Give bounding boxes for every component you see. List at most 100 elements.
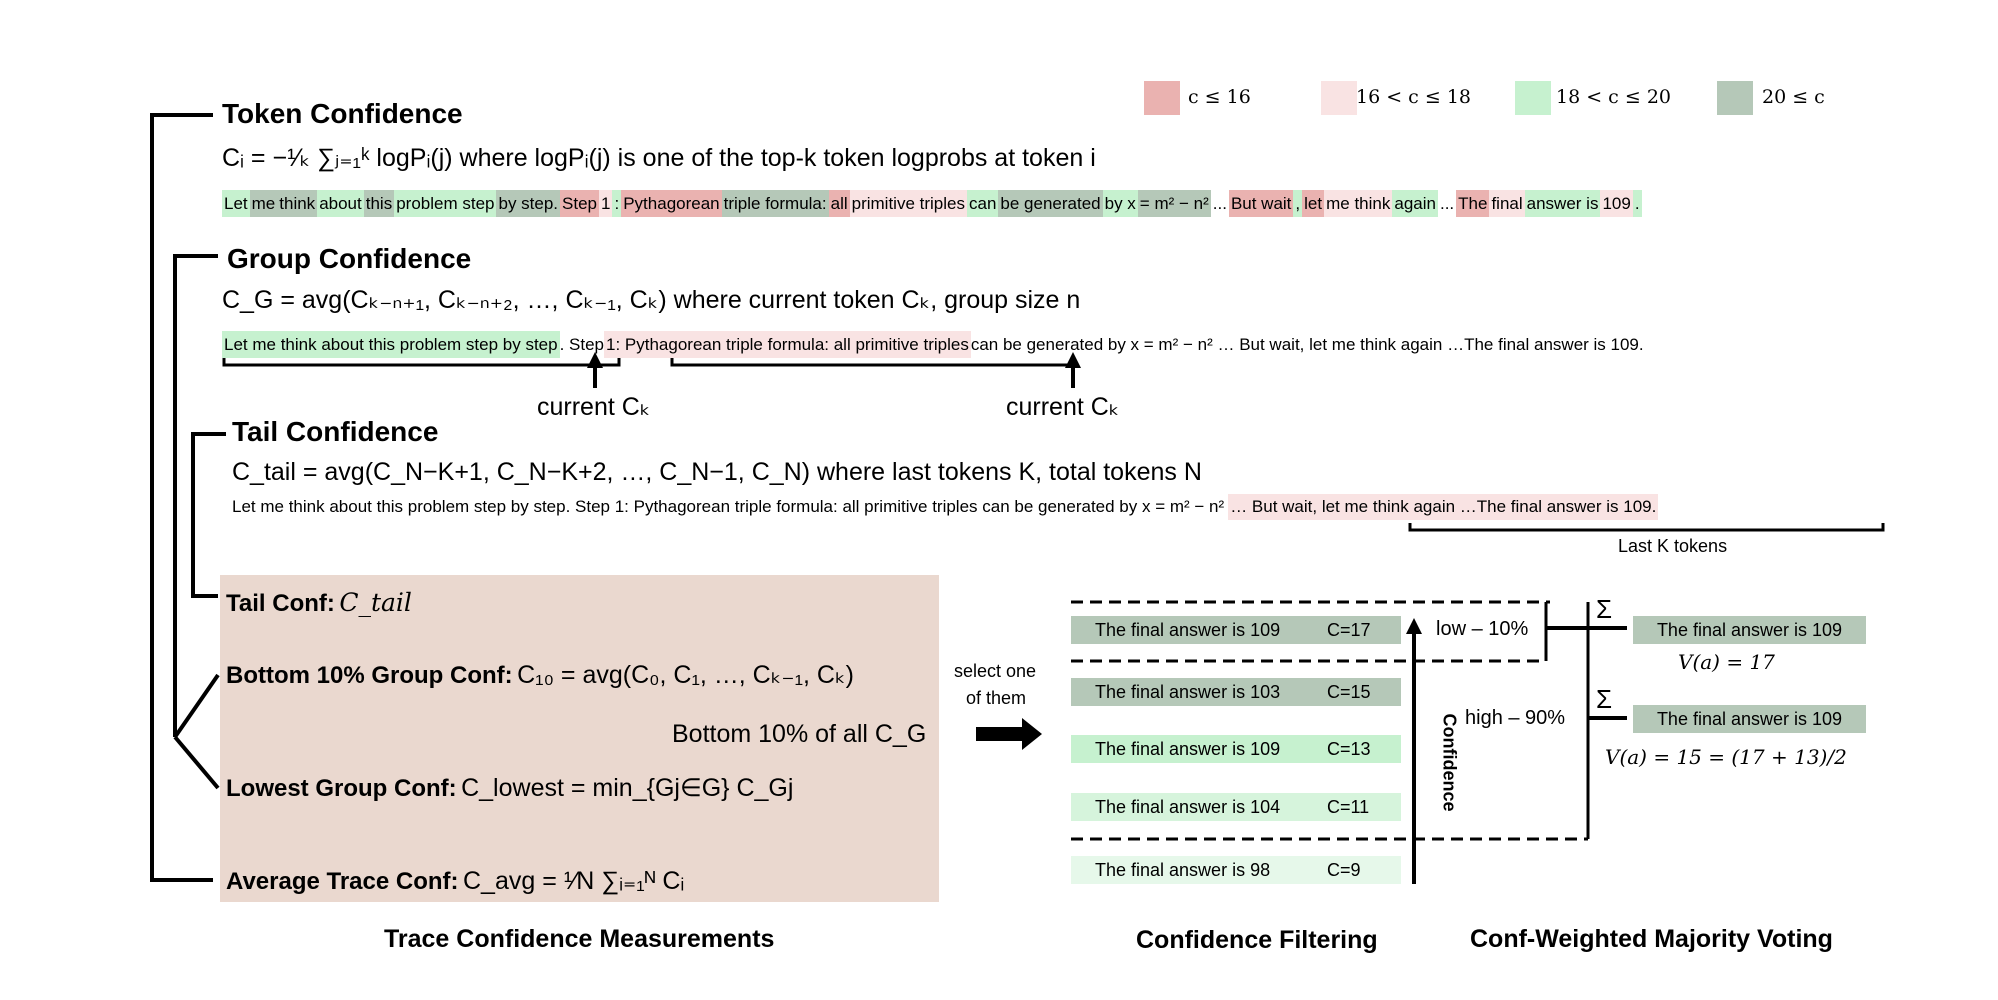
group-text: . Step — [559, 335, 604, 354]
token: Let — [222, 190, 250, 217]
token: by x — [1102, 190, 1138, 217]
group-text: can be generated by x = m² − n² … But wa… — [970, 335, 1644, 354]
token: . — [1632, 190, 1642, 217]
token: let — [1302, 190, 1325, 217]
trace-confidence: C=13 — [1327, 739, 1371, 759]
tail-confidence-title: Tail Confidence — [232, 416, 439, 447]
low-10-label: low – 10% — [1436, 618, 1529, 640]
outer-bracket — [150, 113, 213, 882]
token-confidence-title: Token Confidence — [222, 98, 463, 129]
tail-strip: Let me think about this problem step by … — [232, 494, 1659, 520]
token: But wait — [1228, 190, 1294, 217]
token: Pythagorean — [621, 190, 722, 217]
token: this — [363, 190, 395, 217]
avg-trace-item: Average Trace Conf: C_avg = ¹⁄N ∑ᵢ₌₁ᴺ Cᵢ — [226, 866, 684, 896]
bottom-10-note: Bottom 10% of all C_G — [672, 720, 927, 748]
item-formula: C_lowest = min_{Gj∈G} C_Gj — [461, 774, 794, 802]
vote-result-high: The final answer is 109 — [1633, 705, 1866, 733]
trace-answer: The final answer is 98 — [1095, 860, 1271, 880]
token: ... — [1212, 194, 1227, 213]
legend-label: 18 < c ≤ 20 — [1556, 86, 1671, 108]
measurements-panel — [220, 575, 939, 902]
current-token-label: current Cₖ — [1006, 393, 1120, 421]
item-formula: C_tail — [339, 588, 412, 617]
group-window-2: 1: Pythagorean triple formula: all primi… — [604, 331, 971, 358]
token: 109 — [1600, 190, 1633, 217]
group-window-1: Let me think about this problem step by … — [222, 331, 560, 358]
sum-icon: Σ — [1596, 594, 1613, 624]
token: by step. — [496, 190, 561, 217]
select-label: of them — [966, 688, 1027, 708]
token: all — [828, 190, 850, 217]
select-label: select one — [954, 661, 1037, 681]
vote-result-low: The final answer is 109 — [1633, 616, 1866, 644]
bottom-10-item: Bottom 10% Group Conf: C₁₀ = avg(C₀, C₁,… — [226, 660, 854, 690]
tail-confidence-formula: C_tail = avg(C_N−K+1, C_N−K+2, …, C_N−1,… — [232, 458, 1202, 486]
legend-label: c ≤ 16 — [1188, 86, 1251, 108]
vote-value-low: V(a) = 17 — [1678, 650, 1775, 674]
tail-bracket — [191, 432, 226, 598]
legend-swatch-dark — [1717, 81, 1753, 115]
token: triple formula: — [721, 190, 829, 217]
filtering-caption: Confidence Filtering — [1136, 926, 1378, 954]
token: problem step — [394, 190, 497, 217]
token: be generated — [998, 190, 1103, 217]
group-confidence-formula: C_G = avg(Cₖ₋ₙ₊₁, Cₖ₋ₙ₊₂, …, Cₖ₋₁, Cₖ) w… — [222, 286, 1081, 314]
last-k-label: Last K tokens — [1618, 536, 1728, 556]
trace-answer: The final answer is 103 — [1095, 682, 1281, 702]
group-strip: Let me think about this problem step by … — [222, 331, 1644, 358]
group-branches — [173, 673, 220, 790]
item-label: Tail Conf: — [226, 590, 335, 617]
item-formula: C₁₀ = avg(C₀, C₁, …, Cₖ₋₁, Cₖ) — [517, 661, 854, 689]
trace-row: The final answer is 109 C=13 — [1071, 735, 1401, 763]
token: primitive triples — [849, 190, 967, 217]
trace-answer: The final answer is 104 — [1095, 797, 1281, 817]
legend-swatch-red — [1144, 81, 1180, 115]
voting-caption: Conf-Weighted Majority Voting — [1470, 925, 1833, 953]
legend-label: 20 ≤ c — [1762, 86, 1825, 108]
trace-answer: The final answer is 109 — [1095, 739, 1281, 759]
token: again — [1392, 190, 1438, 217]
token: me — [249, 190, 278, 217]
token: The — [1456, 190, 1490, 217]
legend-swatch-green — [1515, 81, 1551, 115]
token-confidence-formula: Cᵢ = −¹⁄ₖ ∑ⱼ₌₁ᵏ logPᵢ(j) where logPᵢ(j) … — [222, 144, 1096, 172]
tail-conf-item: Tail Conf: C_tail — [226, 588, 412, 618]
trace-row: The final answer is 103 C=15 — [1071, 678, 1401, 706]
group-bracket — [173, 254, 218, 737]
token: think — [277, 190, 318, 217]
confidence-axis-label: Confidence — [1439, 713, 1460, 812]
high-90-label: high – 90% — [1465, 707, 1566, 729]
item-label: Bottom 10% Group Conf: — [226, 662, 513, 689]
token: 1 — [599, 190, 613, 217]
item-label: Lowest Group Conf: — [226, 775, 457, 802]
item-formula: C_avg = ¹⁄N ∑ᵢ₌₁ᴺ Cᵢ — [462, 867, 685, 895]
token: can — [966, 190, 999, 217]
measurements-caption: Trace Confidence Measurements — [384, 925, 775, 953]
trace-row: The final answer is 104 C=11 — [1071, 793, 1401, 821]
token: = m² − n² — [1137, 190, 1211, 217]
token: ... — [1439, 194, 1455, 213]
token: , — [1293, 190, 1303, 217]
lowest-group-item: Lowest Group Conf: C_lowest = min_{Gj∈G}… — [226, 773, 793, 803]
trace-confidence: C=11 — [1327, 797, 1370, 817]
sum-icon: Σ — [1596, 684, 1613, 714]
token: final — [1489, 190, 1525, 217]
current-token-label: current Cₖ — [537, 393, 651, 421]
trace-confidence: C=15 — [1327, 682, 1371, 702]
select-arrow — [976, 718, 1042, 750]
legend-label: 16 < c ≤ 18 — [1356, 86, 1471, 108]
vote-value-high: V(a) = 15 = (17 + 13)/2 — [1605, 745, 1847, 769]
token: answer is — [1524, 190, 1601, 217]
token: about — [317, 190, 364, 217]
tail-text: Let me think about this problem step by … — [232, 497, 1225, 516]
trace-confidence: C=17 — [1327, 620, 1371, 640]
group-confidence-title: Group Confidence — [227, 243, 472, 274]
token: Step — [560, 190, 600, 217]
legend-swatch-pink — [1321, 81, 1357, 115]
